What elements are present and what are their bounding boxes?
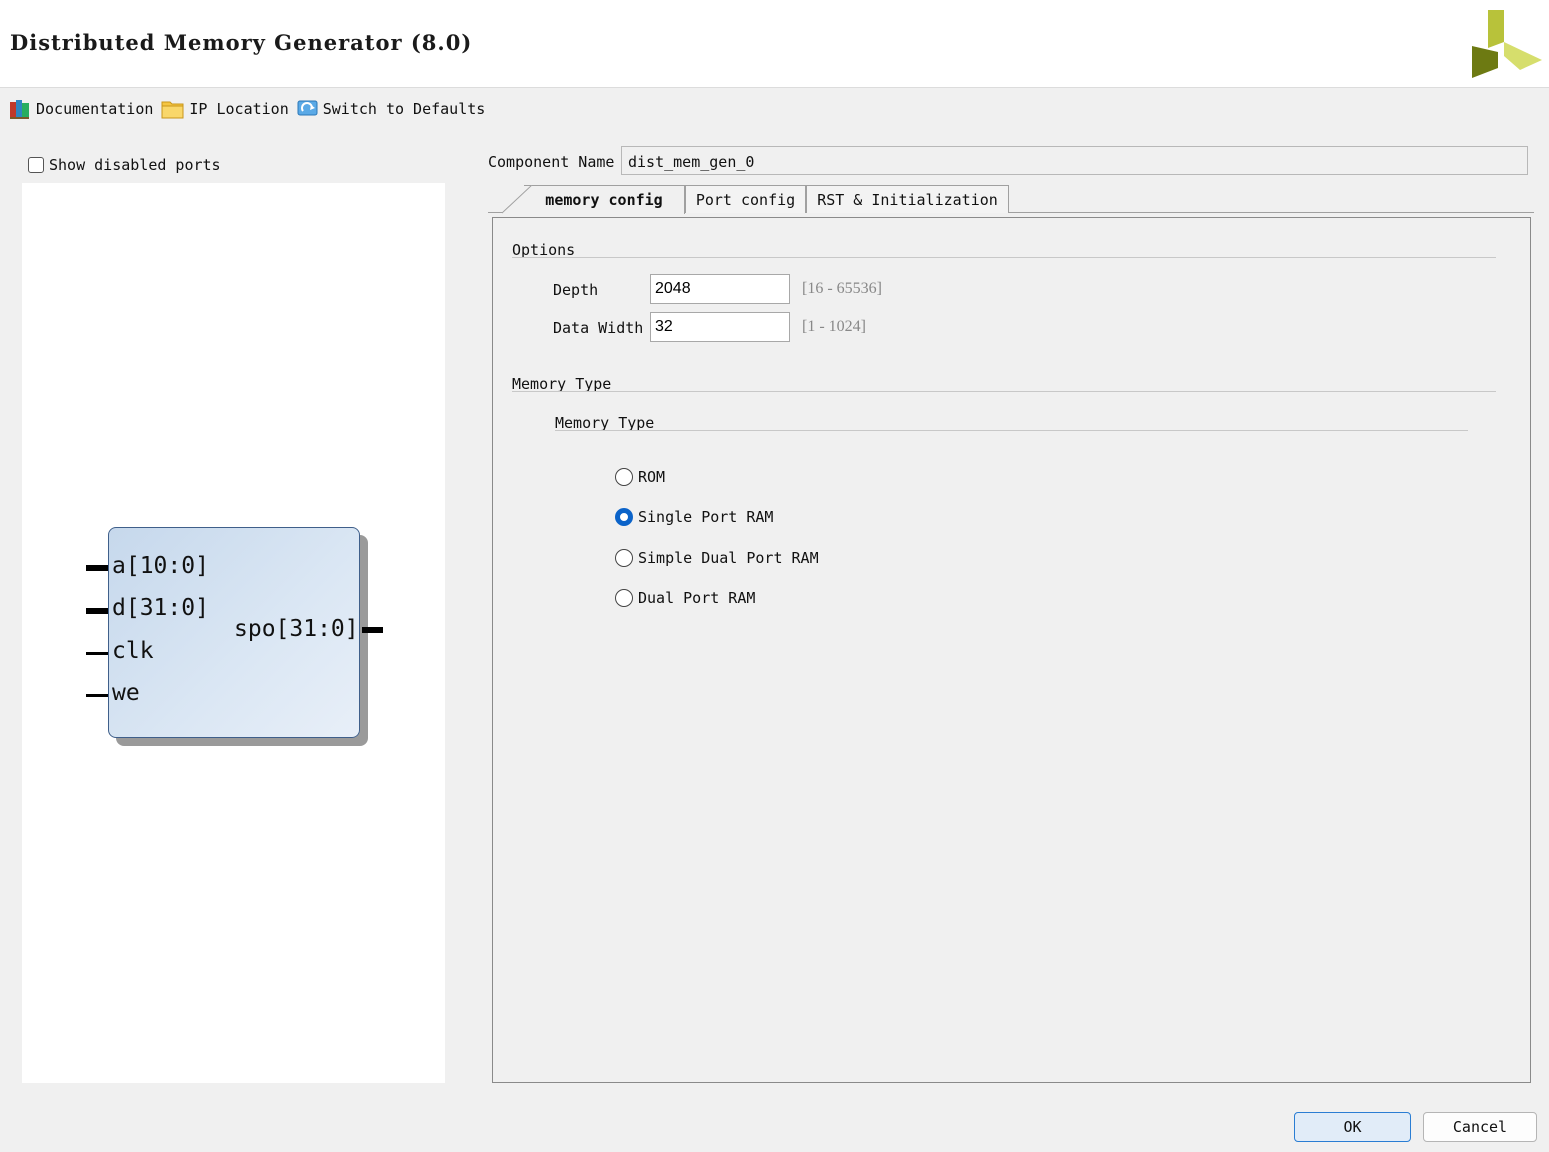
documentation-label: Documentation — [36, 100, 154, 118]
component-name-field[interactable]: dist_mem_gen_0 — [621, 146, 1528, 175]
data-width-input[interactable] — [650, 312, 790, 342]
tab-memory-config[interactable]: memory config — [524, 185, 685, 214]
switch-to-defaults-label: Switch to Defaults — [322, 100, 486, 118]
show-disabled-ports-label: Show disabled ports — [49, 156, 221, 174]
radio-dual-port-ram-circle[interactable] — [615, 589, 633, 607]
memory-type-group-title: Memory Type — [512, 375, 612, 393]
tab-slant-edge — [502, 185, 532, 214]
radio-rom-circle[interactable] — [615, 468, 633, 486]
memory-type-subgroup-divider — [555, 430, 1468, 431]
refresh-icon — [297, 99, 319, 119]
radio-simple-dual-port-ram[interactable]: Simple Dual Port RAM — [615, 549, 819, 567]
memory-type-divider — [512, 391, 1496, 392]
title-bar: Distributed Memory Generator (8.0) — [0, 0, 1549, 88]
radio-dual-port-ram[interactable]: Dual Port RAM — [615, 589, 755, 607]
pin-we-label: we — [112, 680, 140, 706]
ip-location-label: IP Location — [189, 100, 289, 118]
pin-spo-label: spo[31:0] — [234, 616, 359, 642]
options-group-title: Options — [512, 241, 576, 259]
show-disabled-ports-checkbox[interactable] — [28, 157, 44, 173]
pin-d-line — [86, 608, 108, 614]
pin-clk-line — [86, 652, 108, 655]
radio-dual-port-ram-label: Dual Port RAM — [638, 589, 756, 607]
pin-a-label: a[10:0] — [112, 553, 209, 579]
data-width-label: Data Width — [553, 319, 644, 337]
switch-to-defaults-button[interactable]: Switch to Defaults — [297, 99, 486, 119]
memory-type-subgroup-title: Memory Type — [555, 414, 655, 432]
ip-location-button[interactable]: IP Location — [161, 99, 289, 119]
cancel-button[interactable]: Cancel — [1423, 1112, 1537, 1142]
pin-spo-line — [362, 627, 383, 633]
pin-we-line — [86, 694, 108, 697]
tab-rst-initialization[interactable]: RST & Initialization — [806, 185, 1009, 213]
depth-input[interactable] — [650, 274, 790, 304]
radio-single-port-ram-label: Single Port RAM — [638, 508, 774, 526]
radio-rom[interactable]: ROM — [615, 468, 665, 486]
depth-label: Depth — [553, 281, 599, 299]
radio-single-port-ram-circle[interactable] — [615, 508, 633, 526]
pin-d-label: d[31:0] — [112, 595, 209, 621]
data-width-range: [1 - 1024] — [802, 318, 866, 335]
ok-button[interactable]: OK — [1294, 1112, 1411, 1142]
radio-rom-label: ROM — [638, 468, 666, 486]
options-divider — [512, 257, 1496, 258]
ip-symbol: a[10:0] d[31:0] clk we spo[31:0] — [84, 527, 384, 757]
memory-config-panel: Options Depth [16 - 65536] Data Width [1… — [492, 217, 1531, 1083]
tab-baseline — [488, 212, 1534, 213]
toolbar: Documentation IP Location Switch to Defa… — [8, 96, 485, 122]
window-title: Distributed Memory Generator (8.0) — [10, 30, 473, 55]
component-name-label: Component Name — [488, 153, 615, 171]
symbol-panel: Show disabled ports a[10:0] d[31:0] clk … — [22, 147, 445, 1083]
pin-a-line — [86, 565, 108, 571]
pin-clk-label: clk — [112, 638, 154, 664]
radio-simple-dual-port-ram-label: Simple Dual Port RAM — [638, 549, 819, 567]
ip-block — [108, 527, 360, 738]
xilinx-logo-icon — [1468, 8, 1544, 84]
radio-simple-dual-port-ram-circle[interactable] — [615, 549, 633, 567]
radio-single-port-ram[interactable]: Single Port RAM — [615, 508, 773, 526]
tab-port-config[interactable]: Port config — [685, 185, 806, 213]
tab-bar: memory config Port config RST & Initiali… — [488, 185, 1534, 215]
depth-range: [16 - 65536] — [802, 280, 882, 297]
folder-icon — [161, 99, 185, 119]
books-icon — [8, 98, 32, 120]
show-disabled-ports-row: Show disabled ports — [22, 147, 445, 183]
documentation-button[interactable]: Documentation — [8, 98, 153, 120]
